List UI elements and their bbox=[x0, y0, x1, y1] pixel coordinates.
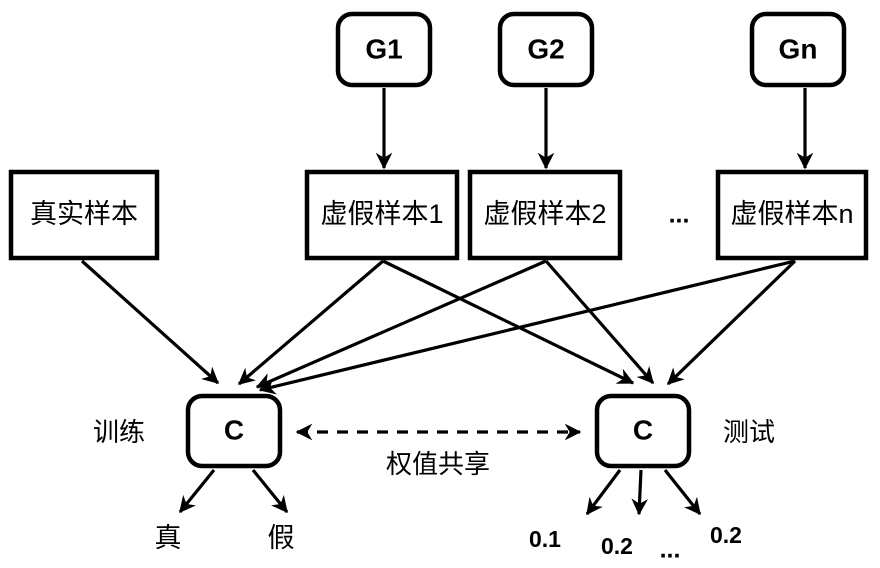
edge-train-to-fake-output bbox=[251, 468, 289, 514]
classifier-test-side-label: 测试 bbox=[723, 417, 775, 447]
edge-faken-to-test bbox=[666, 259, 797, 386]
edge-test-to-score-n bbox=[663, 469, 702, 516]
test-score-2-label: 0.2 bbox=[601, 533, 633, 559]
edge-test-to-score-1 bbox=[585, 469, 622, 516]
edge-fake2-to-train bbox=[255, 259, 547, 389]
generator-gn-label: Gn bbox=[779, 33, 818, 64]
edge-real-to-train bbox=[80, 259, 220, 385]
fake-sample-2-box bbox=[467, 169, 623, 261]
classifier-test-label: C bbox=[633, 414, 653, 445]
fake-sample-1-node: 虚假样本1 bbox=[304, 169, 460, 261]
generator-node-g2: G2 bbox=[497, 11, 595, 88]
output-real-label: 真 bbox=[155, 523, 182, 553]
test-score-1-label: 0.1 bbox=[529, 526, 561, 552]
output-fake-label: 假 bbox=[268, 523, 295, 553]
edge-test-to-score-2 bbox=[631, 469, 649, 516]
generator-g1-label: G1 bbox=[365, 33, 402, 64]
generator-g2-label: G2 bbox=[527, 33, 564, 64]
fake-sample-2-node: 虚假样本2 bbox=[467, 169, 623, 261]
generator-g2-box bbox=[497, 11, 595, 88]
generator-gn-box bbox=[749, 11, 847, 88]
generator-node-gn: Gn bbox=[749, 11, 847, 88]
classifier-test-box bbox=[594, 393, 692, 469]
fake-sample-1-label: 虚假样本1 bbox=[320, 199, 443, 229]
weight-sharing-label: 权值共享 bbox=[386, 449, 490, 479]
fake-sample-n-node: 虚假样本n bbox=[715, 169, 869, 261]
real-sample-box bbox=[8, 169, 160, 261]
fake-sample-ellipsis: ... bbox=[669, 201, 690, 229]
classifier-train-box bbox=[185, 393, 283, 469]
edge-fake1-to-train bbox=[237, 259, 385, 386]
generator-node-g1: G1 bbox=[335, 11, 433, 88]
classifier-train-label: C bbox=[224, 414, 244, 445]
generator-g1-box bbox=[335, 11, 433, 88]
test-score-n-label: 0.2 bbox=[710, 522, 742, 548]
fake-sample-n-label: 虚假样本n bbox=[730, 199, 853, 229]
real-sample-node: 真实样本 bbox=[8, 169, 160, 261]
fake-sample-2-label: 虚假样本2 bbox=[483, 199, 606, 229]
edge-fake2-to-test bbox=[544, 259, 655, 385]
fake-sample-n-box bbox=[715, 169, 869, 261]
classifier-train-node: C 训练 bbox=[93, 393, 283, 469]
real-sample-label: 真实样本 bbox=[30, 199, 138, 229]
test-score-ellipsis: ... bbox=[660, 536, 681, 564]
fake-sample-1-box bbox=[304, 169, 460, 261]
edge-train-to-real-output bbox=[178, 468, 216, 514]
classifier-test-node: C 测试 bbox=[594, 393, 775, 469]
edge-faken-to-train bbox=[258, 259, 796, 395]
edge-fake1-to-test bbox=[382, 259, 635, 385]
classifier-train-side-label: 训练 bbox=[93, 417, 145, 447]
